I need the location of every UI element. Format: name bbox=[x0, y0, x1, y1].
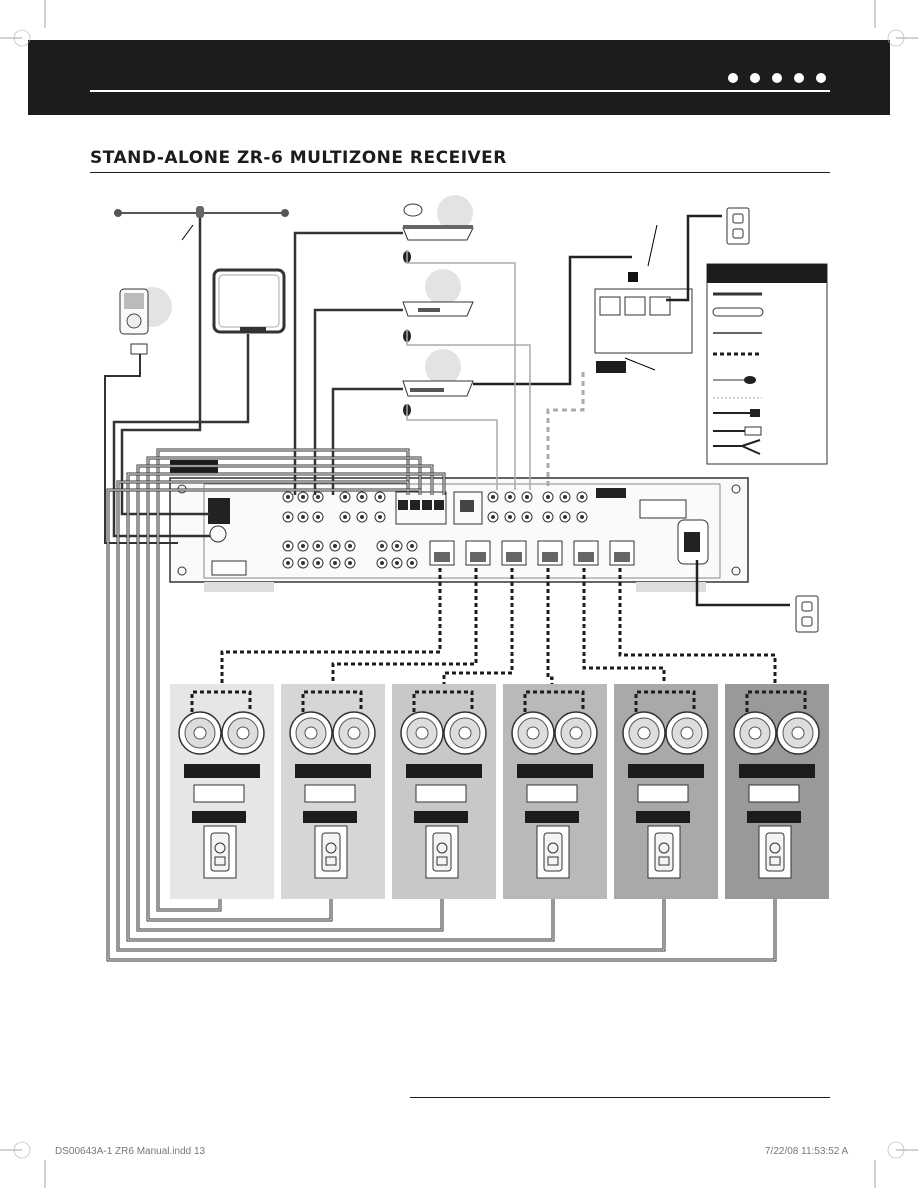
keypad-label-bar bbox=[414, 811, 468, 823]
speaker-icon bbox=[622, 711, 666, 755]
keypad-icon bbox=[203, 825, 237, 879]
speaker-icon bbox=[443, 711, 487, 755]
keypad-icon bbox=[758, 825, 792, 879]
footer-rule bbox=[410, 1097, 830, 1098]
cable-legend bbox=[706, 263, 828, 465]
speaker-cable bbox=[220, 568, 442, 690]
wall-outlet-icon bbox=[726, 207, 750, 245]
header-dot bbox=[750, 73, 760, 83]
speaker-icon bbox=[221, 711, 265, 755]
header-band bbox=[28, 40, 890, 115]
header-dot bbox=[794, 73, 804, 83]
speaker-icon bbox=[332, 711, 376, 755]
wall-outlet-icon bbox=[795, 595, 819, 633]
fm-antenna-icon bbox=[114, 206, 289, 241]
zone-name-box bbox=[304, 784, 356, 803]
speaker-terminals bbox=[429, 540, 635, 566]
speaker-cable bbox=[331, 568, 478, 690]
keypad-icon bbox=[647, 825, 681, 879]
header-dot bbox=[772, 73, 782, 83]
speaker-icon bbox=[178, 711, 222, 755]
zone-label-bar bbox=[517, 764, 593, 778]
keypad-label-bar bbox=[303, 811, 357, 823]
keypad-label-bar bbox=[525, 811, 579, 823]
cables bbox=[104, 214, 790, 607]
speaker-cable bbox=[442, 568, 514, 690]
zone-2 bbox=[281, 684, 385, 899]
speaker-icon bbox=[733, 711, 777, 755]
zone-cables bbox=[106, 448, 777, 962]
zone-1 bbox=[170, 684, 274, 899]
cd-player-icon bbox=[402, 349, 474, 416]
zone-name-box bbox=[415, 784, 467, 803]
keypad-icon bbox=[536, 825, 570, 879]
zone-4 bbox=[503, 684, 607, 899]
zone-name-box bbox=[748, 784, 800, 803]
speaker-icon bbox=[400, 711, 444, 755]
zone-name-box bbox=[637, 784, 689, 803]
zone-3 bbox=[392, 684, 496, 899]
am-loop-antenna-icon bbox=[212, 268, 286, 334]
rca-jacks bbox=[282, 491, 588, 569]
header-dot bbox=[816, 73, 826, 83]
speaker-icon bbox=[776, 711, 820, 755]
keypad-label-bar bbox=[636, 811, 690, 823]
zone-label-bar bbox=[406, 764, 482, 778]
speaker-icon bbox=[554, 711, 598, 755]
ipod-icon bbox=[119, 287, 172, 355]
zone-label-bar bbox=[295, 764, 371, 778]
keypad-icon bbox=[425, 825, 459, 879]
zone-5 bbox=[614, 684, 718, 899]
zone-label-bar bbox=[184, 764, 260, 778]
dvd-player-icon bbox=[402, 269, 474, 342]
timestamp-slug: 7/22/08 11:53:52 A bbox=[765, 1146, 849, 1157]
zone-label-bar bbox=[739, 764, 815, 778]
zr6-receiver-rear-panel bbox=[169, 460, 749, 592]
file-slug: DS00643A-1 ZR6 Manual.indd 13 bbox=[55, 1146, 206, 1157]
keypad-label-bar bbox=[192, 811, 246, 823]
zone-name-box bbox=[193, 784, 245, 803]
zone-6 bbox=[725, 684, 829, 899]
satellite-receiver-icon bbox=[402, 195, 474, 263]
keypad-label-bar bbox=[747, 811, 801, 823]
header-dots bbox=[728, 73, 826, 83]
zone-name-box bbox=[526, 784, 578, 803]
keypad-icon bbox=[314, 825, 348, 879]
page-title: STAND-ALONE ZR-6 MULTIZONE RECEIVER bbox=[90, 148, 507, 168]
speaker-cable bbox=[546, 568, 554, 690]
speaker-icon bbox=[511, 711, 555, 755]
title-rule bbox=[90, 172, 830, 173]
zone-label-bar bbox=[628, 764, 704, 778]
speaker-icon bbox=[665, 711, 709, 755]
speaker-cable bbox=[618, 568, 777, 690]
speaker-icon bbox=[289, 711, 333, 755]
header-rule bbox=[90, 90, 830, 92]
speaker-cable bbox=[582, 568, 666, 690]
zones bbox=[170, 684, 829, 899]
header-dot bbox=[728, 73, 738, 83]
